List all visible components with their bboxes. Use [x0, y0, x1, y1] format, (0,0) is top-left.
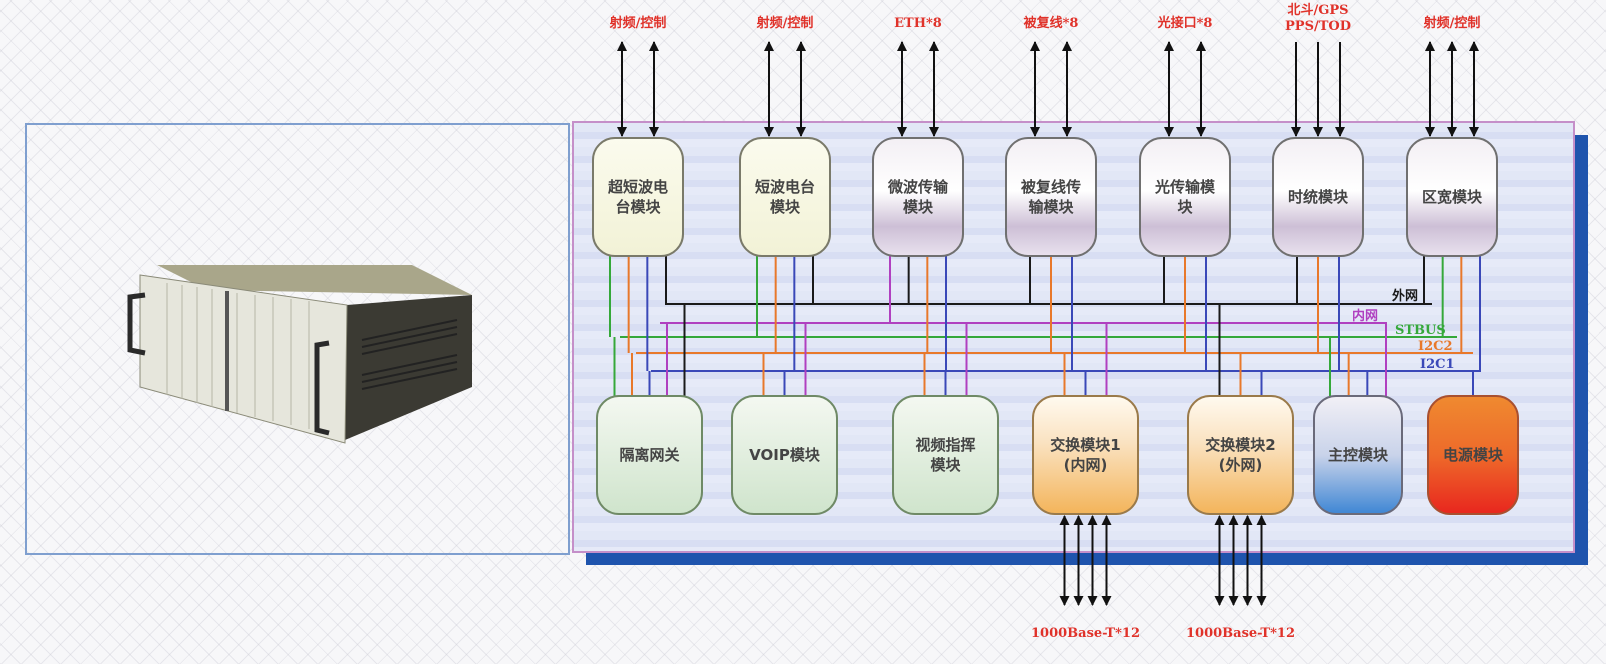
chassis-device-icon	[127, 265, 472, 444]
bottom-module-b7[interactable]: 电源模块	[1427, 395, 1519, 515]
bottom-module-b5-label: 交换模块2	[1205, 436, 1275, 454]
top-module-m2-label: 短波电台	[755, 178, 815, 196]
bottom-module-b3-label: 视频指挥	[915, 436, 975, 454]
chassis-vents	[361, 319, 458, 390]
bus-label-stbus: STBUS	[1395, 323, 1446, 338]
bottom-module-b6-box	[1313, 395, 1403, 515]
left-handle-icon	[127, 292, 146, 356]
io-label-m6: PPS/TOD	[1285, 19, 1351, 34]
bus-label-ext: 外网	[1391, 288, 1418, 304]
io-label-m7: 射频/控制	[1423, 15, 1481, 31]
bottom-module-b3-box	[892, 395, 999, 515]
top-module-m1-label: 超短波电	[607, 178, 668, 196]
top-module-m4-box	[1005, 137, 1097, 257]
bus-label-i2c1: I2C1	[1420, 357, 1455, 372]
top-module-m3-label: 模块	[903, 198, 934, 216]
io-label-b5: 1000Base-T*12	[1186, 626, 1295, 641]
top-module-m5-label: 光传输模	[1154, 178, 1216, 196]
io-label-m2: 射频/控制	[756, 15, 814, 31]
top-module-m7-box	[1406, 137, 1498, 257]
io-label-m5: 光接口*8	[1157, 15, 1213, 31]
bottom-module-b4-box	[1032, 395, 1139, 515]
bottom-module-b5-label: (外网)	[1219, 456, 1263, 474]
bottom-module-b2-label: VOIP模块	[749, 446, 821, 464]
bottom-module-b4-label: (内网)	[1064, 456, 1108, 474]
top-module-m3-box	[872, 137, 964, 257]
top-module-m6[interactable]: 时统模块	[1272, 137, 1364, 257]
bottom-module-b2[interactable]: VOIP模块	[731, 395, 838, 515]
top-module-m2-box	[739, 137, 831, 257]
bus-label-int: 内网	[1352, 308, 1378, 324]
top-module-m5-box	[1139, 137, 1231, 257]
top-module-m1-box	[592, 137, 684, 257]
bus-wires	[609, 256, 1481, 396]
top-module-m4-label: 输模块	[1028, 198, 1074, 216]
top-module-m7-label: 区宽模块	[1422, 188, 1483, 206]
io-label-m3: ETH*8	[894, 16, 942, 31]
top-module-m6-label: 时统模块	[1288, 188, 1349, 206]
bottom-module-b4[interactable]: 交换模块1 (内网)	[1032, 395, 1139, 515]
bottom-module-b3-label: 模块	[930, 456, 961, 474]
bottom-module-b7-box	[1427, 395, 1519, 515]
bottom-module-b1-box	[596, 395, 703, 515]
io-label-m1: 射频/控制	[609, 15, 667, 31]
bottom-module-b5[interactable]: 交换模块2 (外网)	[1187, 395, 1294, 515]
top-module-m2-label: 模块	[770, 198, 801, 216]
modules: 超短波电台模块短波电台模块微波传输模块被复线传输模块光传输模块时统模块区宽模块隔…	[592, 137, 1519, 515]
chassis-divider	[225, 291, 229, 411]
bottom-module-b5-box	[1187, 395, 1294, 515]
io-label-m4: 被复线*8	[1023, 15, 1079, 31]
chassis-top	[157, 265, 472, 295]
io-arrows	[617, 41, 1479, 606]
bottom-module-b6[interactable]: 主控模块	[1313, 395, 1403, 515]
io-label-b4: 1000Base-T*12	[1031, 626, 1140, 641]
bottom-module-b2-box	[731, 395, 838, 515]
bus-label-i2c2: I2C2	[1418, 339, 1453, 354]
bottom-module-b4-label: 交换模块1	[1050, 436, 1120, 454]
right-handle-icon	[314, 340, 330, 436]
bottom-module-b7-label: 电源模块	[1443, 446, 1504, 464]
top-module-m4-label: 被复线传	[1021, 178, 1081, 196]
top-module-m1-label: 台模块	[615, 198, 661, 216]
bottom-module-b1-label: 隔离网关	[619, 446, 679, 464]
device-photo-frame	[25, 123, 570, 555]
io-label-m6: 北斗/GPS	[1287, 3, 1348, 18]
top-module-m3-label: 微波传输	[887, 178, 949, 196]
bottom-module-b1[interactable]: 隔离网关	[596, 395, 703, 515]
top-module-m5-label: 块	[1177, 198, 1193, 216]
chassis-card-slots	[166, 283, 310, 429]
top-module-m7[interactable]: 区宽模块	[1406, 137, 1498, 257]
top-module-m6-box	[1272, 137, 1364, 257]
bottom-module-b6-label: 主控模块	[1328, 446, 1389, 464]
